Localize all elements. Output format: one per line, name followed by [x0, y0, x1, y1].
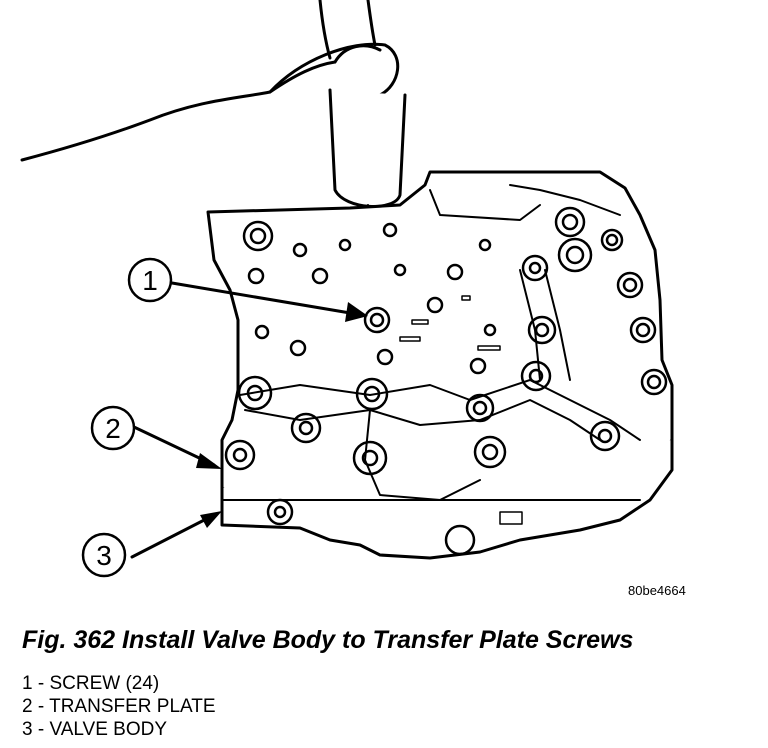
legend-item: 1 - SCREW (24): [22, 673, 160, 694]
screwdriver-handle: [328, 88, 407, 208]
callout-2-label: 2: [105, 413, 121, 444]
callout-1-label: 1: [142, 265, 158, 296]
valve-body-illustration: 1 2 3: [20, 0, 674, 578]
callout-1-circle: [127, 257, 173, 303]
hand: [20, 60, 337, 162]
legend-item: 3 - VALVE BODY: [22, 719, 168, 740]
figure-caption: Fig. 362 Install Valve Body to Transfer …: [22, 626, 634, 654]
callout-3-label: 3: [96, 540, 112, 571]
screw: [363, 306, 391, 334]
callout-3-circle: [81, 532, 127, 578]
legend: 1 - SCREW (24) 2 - TRANSFER PLATE 3 - VA…: [22, 672, 216, 741]
callout-2-circle: [90, 405, 136, 451]
legend-item: 2 - TRANSFER PLATE: [22, 696, 216, 717]
image-code: 80be4664: [628, 583, 686, 598]
